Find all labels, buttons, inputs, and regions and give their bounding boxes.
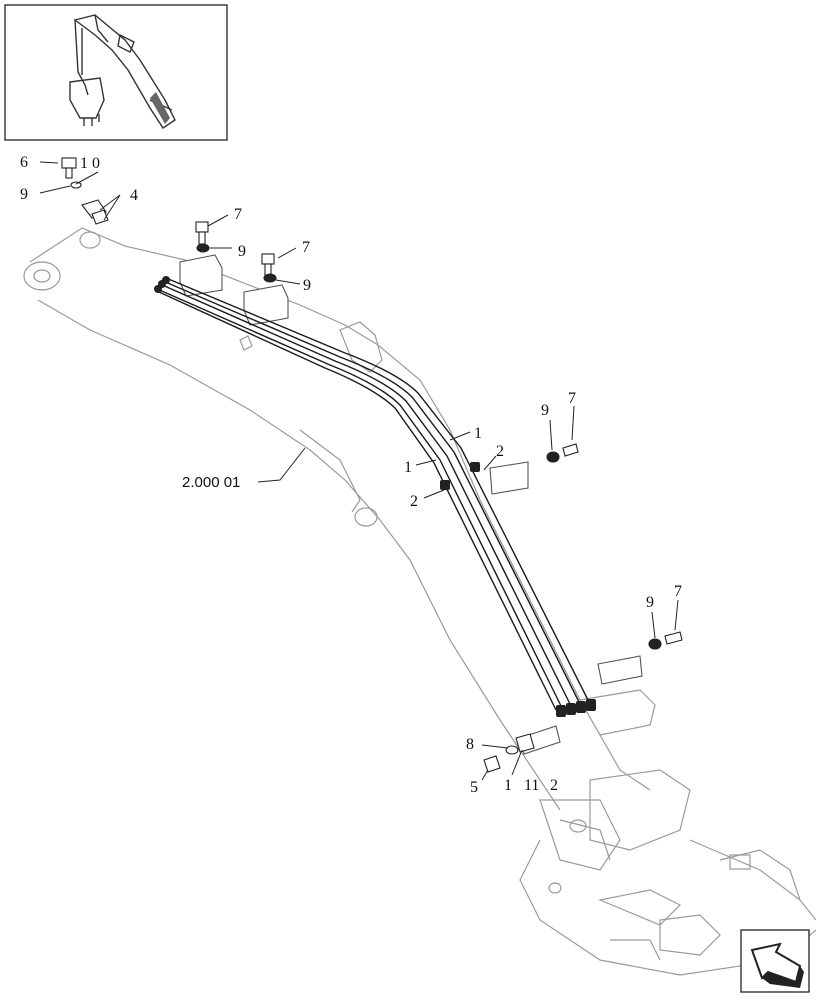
callout-2: 2 — [496, 443, 504, 460]
callout-9: 9 — [20, 186, 28, 203]
callout-numbers: 6 1 0 9 4 7 9 7 9 9 7 1 1 2 2 9 7 8 5 1 … — [20, 154, 682, 796]
clamp-brackets — [179, 254, 643, 755]
callout-8: 8 — [466, 736, 474, 753]
hardware-parts — [61, 157, 683, 773]
callout-1: 1 — [474, 425, 482, 442]
callout-1: 1 — [504, 777, 512, 794]
navigation-arrow-icon[interactable] — [740, 929, 810, 993]
callout-7: 7 — [302, 239, 310, 256]
hydraulic-tubes — [154, 277, 590, 711]
callout-7: 7 — [568, 390, 576, 407]
callout-9: 9 — [238, 243, 246, 260]
leader-lines — [39, 161, 679, 781]
callout-1: 1 — [404, 459, 412, 476]
callout-9: 9 — [303, 277, 311, 294]
callout-2: 2 — [550, 777, 558, 794]
callout-9: 9 — [646, 594, 654, 611]
callout-9: 9 — [541, 402, 549, 419]
callout-11: 11 — [524, 777, 539, 794]
callout-5: 5 — [470, 779, 478, 796]
callout-7: 7 — [674, 583, 682, 600]
callout-4: 4 — [130, 187, 138, 204]
boom-outline — [23, 227, 816, 976]
callout-2: 2 — [410, 493, 418, 510]
callout-10: 1 0 — [80, 155, 100, 172]
tube-fittings — [154, 276, 596, 717]
callout-7: 7 — [234, 206, 242, 223]
overview-thumbnail[interactable] — [4, 4, 228, 141]
callout-6: 6 — [20, 154, 28, 171]
reference-label[interactable]: 2.000 01 — [182, 474, 240, 491]
